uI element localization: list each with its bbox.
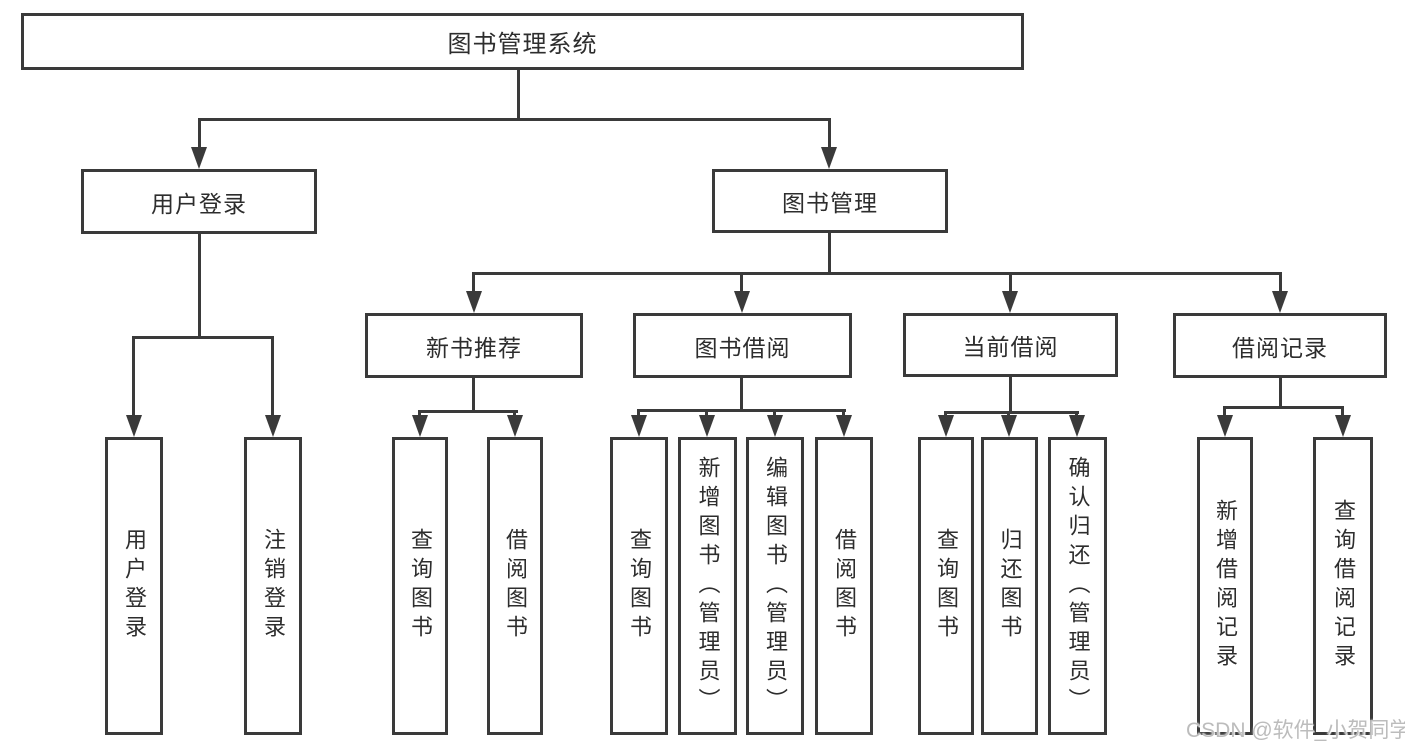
arrow-down-icon xyxy=(1335,415,1351,437)
arrow-down-icon xyxy=(631,415,647,437)
node-root-library-system: 图书管理系统 xyxy=(21,13,1024,70)
arrow-down-icon xyxy=(1217,415,1233,437)
connector-stub xyxy=(944,411,947,417)
connector-stub xyxy=(773,409,776,417)
leaf-borrow-books: 借阅图书 xyxy=(815,437,873,735)
connector-current-borrow-branch xyxy=(944,411,1079,414)
leaf-borrow-books-recommend: 借阅图书 xyxy=(487,437,543,735)
csdn-watermark: CSDN @软件_小贺同学 xyxy=(1186,719,1405,742)
arrow-down-icon xyxy=(1272,291,1288,313)
connector-to-user-login xyxy=(198,118,201,148)
arrow-down-icon xyxy=(767,415,783,437)
leaf-confirm-return-admin: 确认归还（管理员） xyxy=(1048,437,1107,735)
connector-to-borrow-record xyxy=(1279,272,1282,293)
connector-stub xyxy=(1341,406,1344,417)
node-current-borrow: 当前借阅 xyxy=(903,313,1118,377)
arrow-down-icon xyxy=(734,291,750,313)
arrow-down-icon xyxy=(466,291,482,313)
connector-stub xyxy=(418,410,421,417)
connector-user-login-branch xyxy=(132,336,274,339)
arrow-down-icon xyxy=(412,415,428,437)
leaf-query-books-current: 查询图书 xyxy=(918,437,974,735)
node-new-book-recommend: 新书推荐 xyxy=(365,313,583,378)
arrow-down-icon xyxy=(507,415,523,437)
connector-stub xyxy=(637,409,640,417)
connector-to-new-book-recommend xyxy=(472,272,475,293)
connector-book-management-branch xyxy=(472,272,1282,275)
connector-stub xyxy=(842,409,845,417)
connector-stub xyxy=(705,409,708,417)
node-book-management: 图书管理 xyxy=(712,169,948,233)
leaf-user-login: 用户登录 xyxy=(105,437,163,735)
leaf-query-books-borrow: 查询图书 xyxy=(610,437,668,735)
arrow-down-icon xyxy=(836,415,852,437)
leaf-add-borrow-record: 新增借阅记录 xyxy=(1197,437,1253,735)
connector-to-book-management xyxy=(828,118,831,148)
node-borrow-record: 借阅记录 xyxy=(1173,313,1387,378)
leaf-logout-login: 注销登录 xyxy=(244,437,302,735)
arrow-down-icon xyxy=(699,415,715,437)
arrow-down-icon xyxy=(821,147,837,169)
arrow-down-icon xyxy=(938,415,954,437)
arrow-down-icon xyxy=(126,415,142,437)
connector-stub xyxy=(513,410,516,417)
connector-stub xyxy=(1075,411,1078,417)
leaf-return-books: 归还图书 xyxy=(981,437,1038,735)
connector-root-stem xyxy=(517,70,520,118)
arrow-down-icon xyxy=(191,147,207,169)
connector-stub xyxy=(1007,411,1010,417)
leaf-query-books-recommend: 查询图书 xyxy=(392,437,448,735)
node-user-login: 用户登录 xyxy=(81,169,317,234)
connector-new-book-branch xyxy=(418,410,518,413)
leaf-edit-books-admin: 编辑图书（管理员） xyxy=(746,437,804,735)
connector-book-borrow-branch xyxy=(637,409,846,412)
connector-book-management-stem xyxy=(828,232,831,275)
arrow-down-icon xyxy=(265,415,281,437)
arrow-down-icon xyxy=(1001,415,1017,437)
connector-stub xyxy=(1223,406,1226,417)
connector-new-book-stem xyxy=(472,378,475,412)
node-book-borrow: 图书借阅 xyxy=(633,313,852,378)
connector-book-borrow-stem xyxy=(740,378,743,411)
connector-root-branch xyxy=(198,118,831,121)
arrow-down-icon xyxy=(1069,415,1085,437)
connector-borrow-record-branch xyxy=(1223,406,1344,409)
connector-to-book-borrow xyxy=(740,272,743,293)
arrow-down-icon xyxy=(1002,291,1018,313)
connector-to-current-borrow xyxy=(1009,272,1012,293)
leaf-query-borrow-record: 查询借阅记录 xyxy=(1313,437,1373,735)
connector-to-leaf-user-login xyxy=(132,336,135,415)
connector-user-login-stem xyxy=(198,233,201,336)
connector-current-borrow-stem xyxy=(1009,377,1012,413)
connector-borrow-record-stem xyxy=(1279,378,1282,408)
connector-to-leaf-logout xyxy=(271,336,274,415)
leaf-add-books-admin: 新增图书（管理员） xyxy=(678,437,737,735)
